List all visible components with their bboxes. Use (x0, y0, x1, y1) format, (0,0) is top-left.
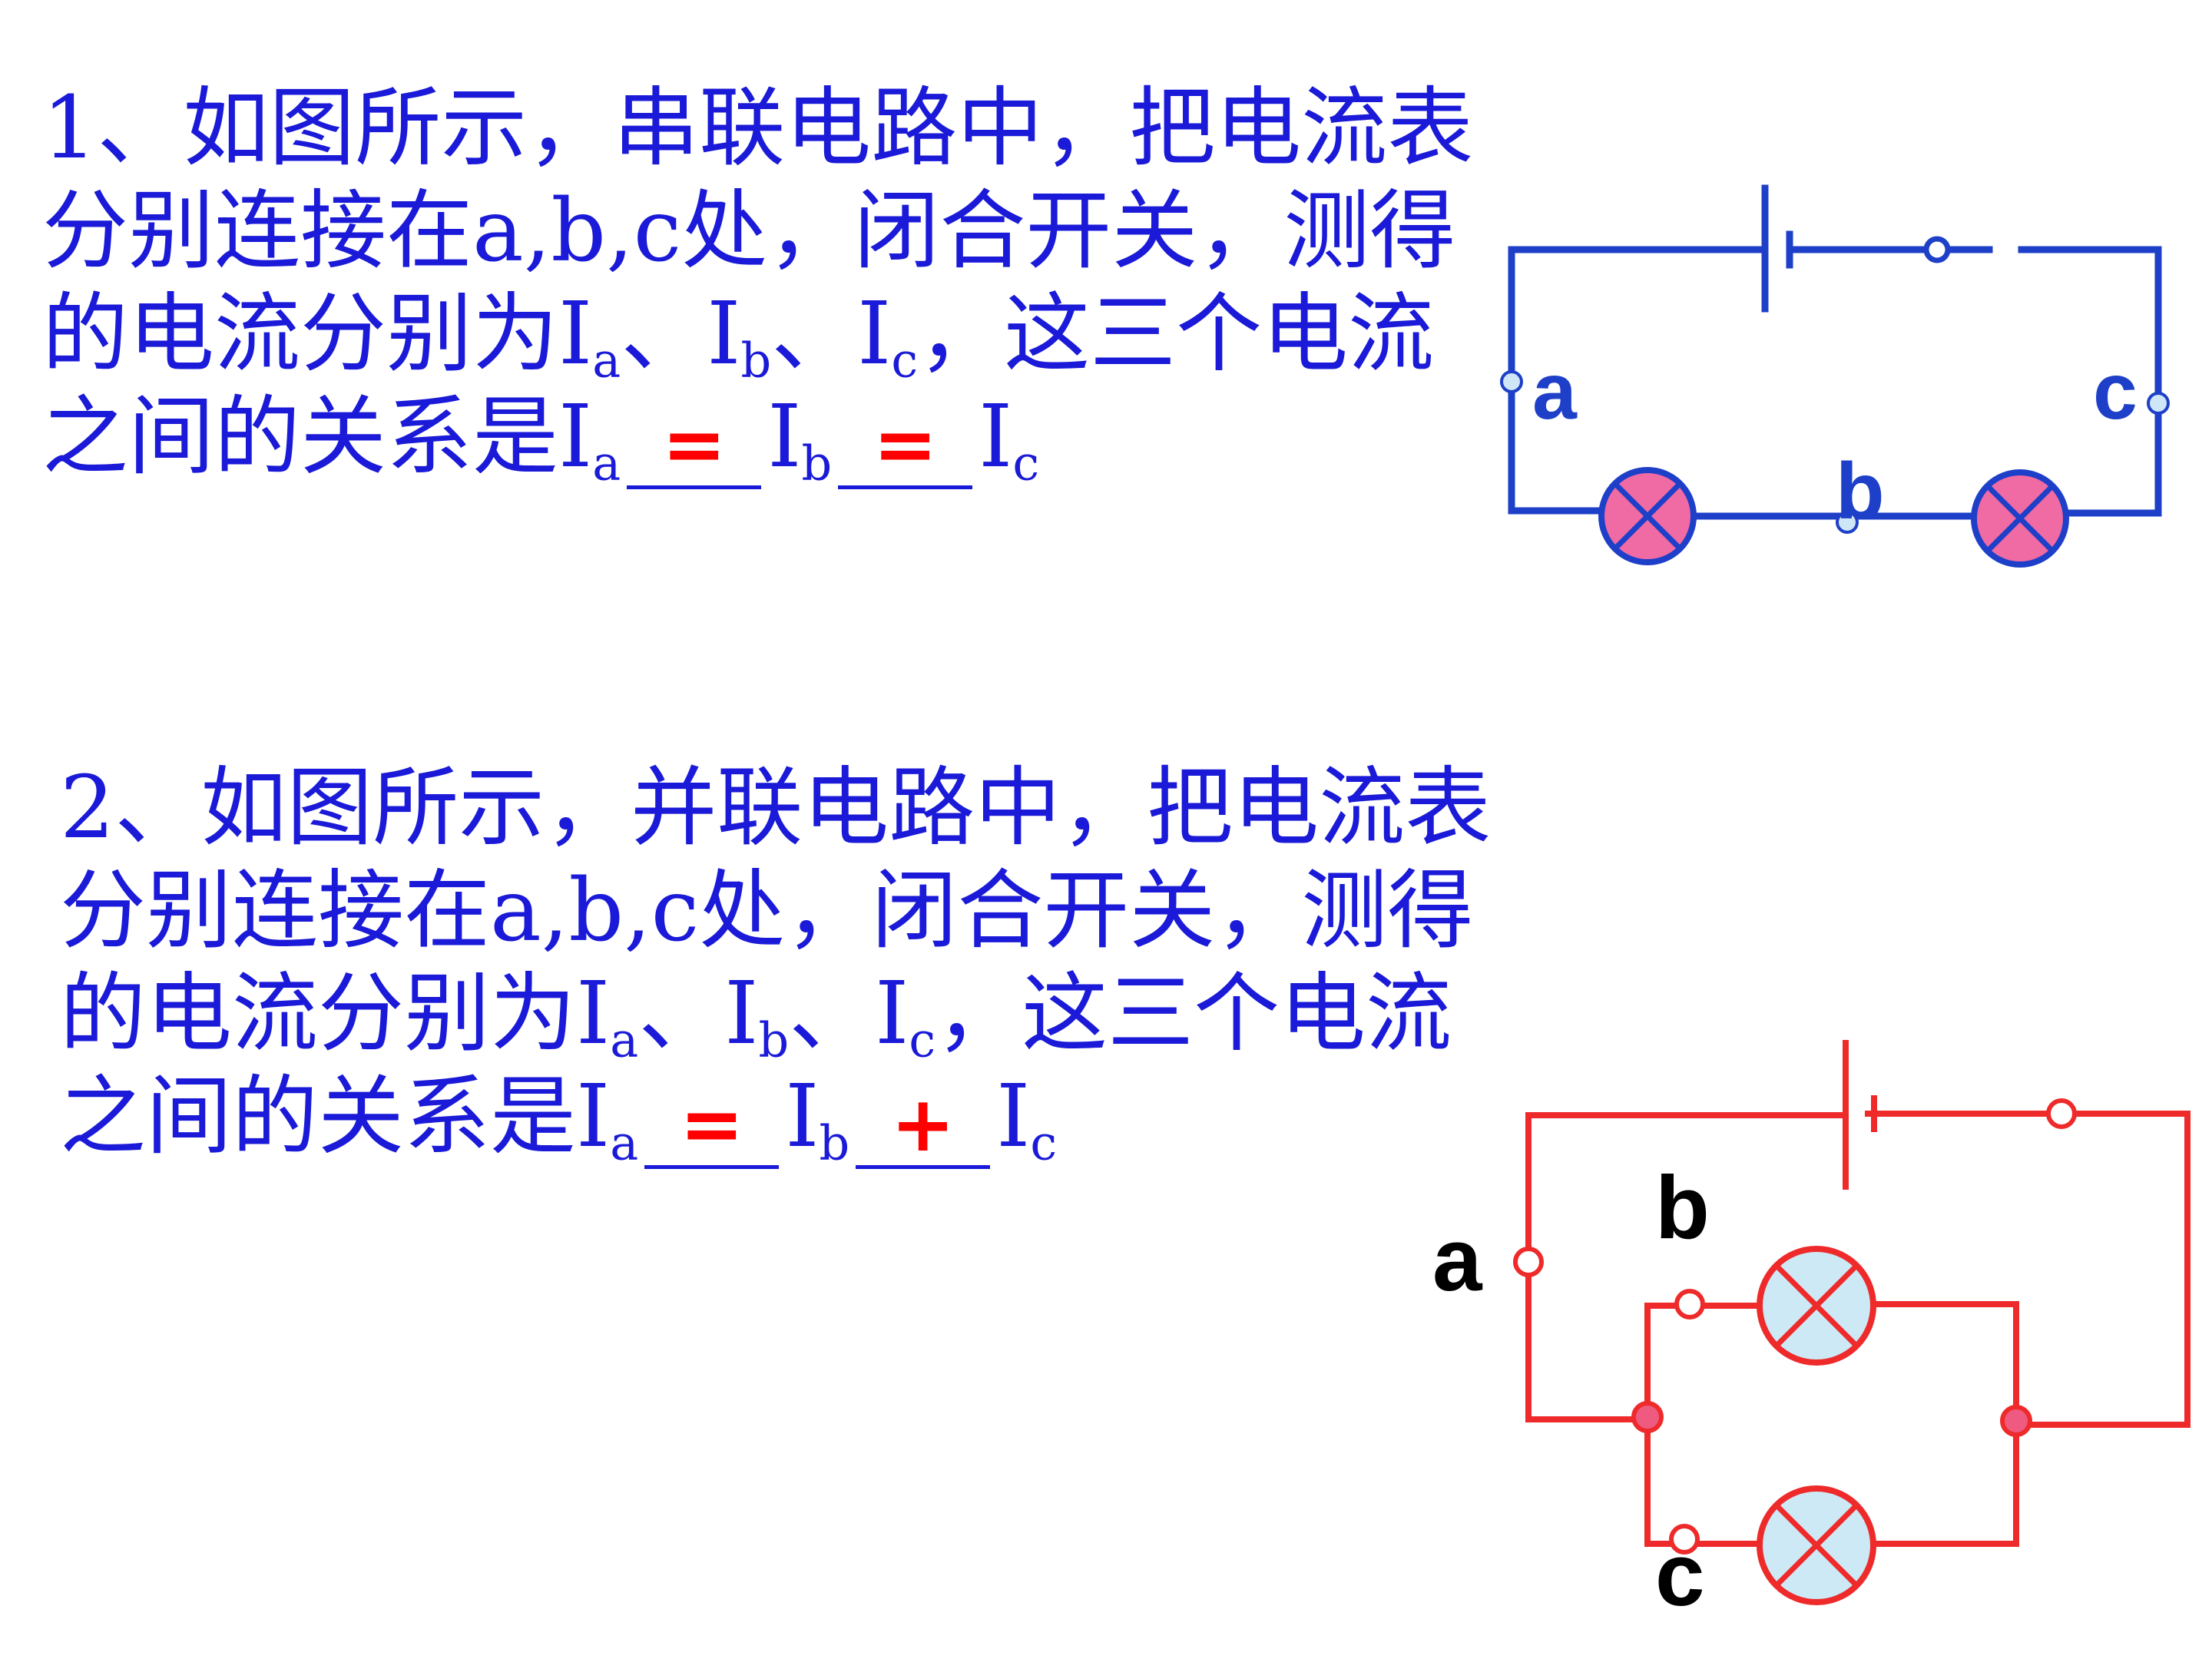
q2-line3-post: ，这三个电流 (935, 964, 1452, 1064)
parallel-junction-right (2000, 1405, 2032, 1437)
q2-rel-sub-c: c (1030, 1114, 1058, 1171)
q1-answer-2: = (873, 399, 938, 489)
q2-line-1: 2、如图所示，并联电路中，把电流表 (60, 758, 1492, 858)
parallel-point-c (1669, 1524, 1700, 1555)
q2-sub-b: b (758, 1012, 790, 1068)
q1-answer-blank-2[interactable]: = (838, 406, 973, 489)
q1-rel-I-b: I (767, 387, 802, 487)
series-switch-terminal (1923, 236, 1951, 263)
q1-sub-a: a (592, 332, 621, 389)
series-lamp-2 (1971, 469, 2069, 568)
q1-rel-I-c: I (979, 387, 1013, 487)
q1-sub-b: b (740, 332, 772, 389)
q1-rel-sub-a: a (592, 435, 621, 492)
q1-line-3: 的电流分别为Ia、Ib、Ic，这三个电流 (42, 283, 1473, 386)
parallel-circuit (1513, 1040, 2190, 1605)
q1-answer-1: = (661, 399, 727, 489)
series-point-b (1836, 511, 1859, 534)
q2-line-4: 之间的关系是Ia=Ib+Ic (60, 1065, 1491, 1171)
parallel-wire-right (2013, 1111, 2190, 1428)
series-point-a (1500, 370, 1523, 393)
parallel-point-a (1513, 1247, 1544, 1277)
question-2: 2、如图所示，并联电路中，把电流表 分别连接在a,b,c处，闭合开关，测得 的电… (60, 757, 1492, 1171)
q2-answer-1: = (679, 1079, 744, 1169)
series-wire-bottom (1508, 507, 2162, 520)
q2-I-c: I (875, 964, 909, 1064)
q1-line3-post: ，这三个电流 (918, 284, 1435, 384)
q1-I-b: I (707, 284, 741, 384)
parallel-junction-left (1631, 1401, 1664, 1433)
q1-answer-blank-1[interactable]: = (627, 406, 762, 489)
q2-sep-1: 、 (638, 964, 725, 1064)
series-label-c: c (2093, 347, 2137, 436)
q1-line4-text: 之间的关系是I (42, 387, 593, 487)
parallel-switch-terminal (2046, 1098, 2077, 1129)
q2-answer-blank-1[interactable]: = (644, 1086, 780, 1169)
q1-sub-c: c (891, 332, 919, 389)
parallel-lamp-1 (1757, 1246, 1876, 1366)
q1-rel-sub-c: c (1012, 435, 1040, 492)
q1-I-c: I (857, 284, 892, 384)
question-1: 1、如图所示，串联电路中，把电流表 分别连接在a,b,c处，闭合开关，测得 的电… (42, 77, 1474, 492)
q2-answer-blank-2[interactable]: + (856, 1086, 991, 1169)
q2-rel-I-c: I (996, 1067, 1031, 1167)
q1-line-2: 分别连接在a,b,c处，闭合开关，测得 (42, 181, 1456, 281)
series-point-c (2147, 392, 2170, 415)
q2-line-2: 分别连接在a,b,c处，闭合开关，测得 (60, 861, 1474, 961)
q2-sub-c: c (909, 1012, 936, 1068)
q2-line3-text: 的电流分别为I (60, 964, 611, 1064)
q2-sub-a: a (610, 1012, 639, 1068)
parallel-lamp-2 (1757, 1485, 1876, 1605)
q2-rel-sub-a: a (610, 1114, 639, 1171)
q2-line-3: 的电流分别为Ia、Ib、Ic，这三个电流 (60, 962, 1491, 1065)
series-label-b: b (1836, 447, 1885, 536)
q1-line-4: 之间的关系是Ia=Ib=Ic (42, 386, 1473, 492)
q1-sep-1: 、 (621, 284, 707, 384)
q1-line3-text: 的电流分别为I (42, 284, 593, 384)
q1-sep-2: 、 (771, 284, 858, 384)
q1-line-1: 1、如图所示，串联电路中，把电流表 (42, 78, 1474, 178)
q2-rel-I-b: I (785, 1067, 820, 1167)
parallel-label-a: a (1432, 1210, 1483, 1310)
parallel-branch-top (1644, 1301, 2019, 1428)
q2-rel-sub-b: b (819, 1114, 850, 1171)
parallel-point-b (1674, 1289, 1705, 1320)
series-circuit (1500, 184, 2170, 568)
q2-answer-2: + (890, 1079, 955, 1169)
q2-I-b: I (724, 964, 759, 1064)
series-label-a: a (1532, 347, 1578, 436)
parallel-branch-bottom (1692, 1422, 2019, 1547)
series-lamp-1 (1598, 467, 1697, 565)
q1-rel-sub-b: b (801, 435, 833, 492)
q2-line4-text: 之间的关系是I (60, 1067, 611, 1167)
parallel-wire-left (1525, 1112, 1651, 1422)
parallel-branch-left (1644, 1303, 1677, 1547)
parallel-label-c: c (1655, 1525, 1705, 1624)
parallel-label-b: b (1655, 1157, 1710, 1257)
q2-sep-2: 、 (789, 964, 876, 1064)
